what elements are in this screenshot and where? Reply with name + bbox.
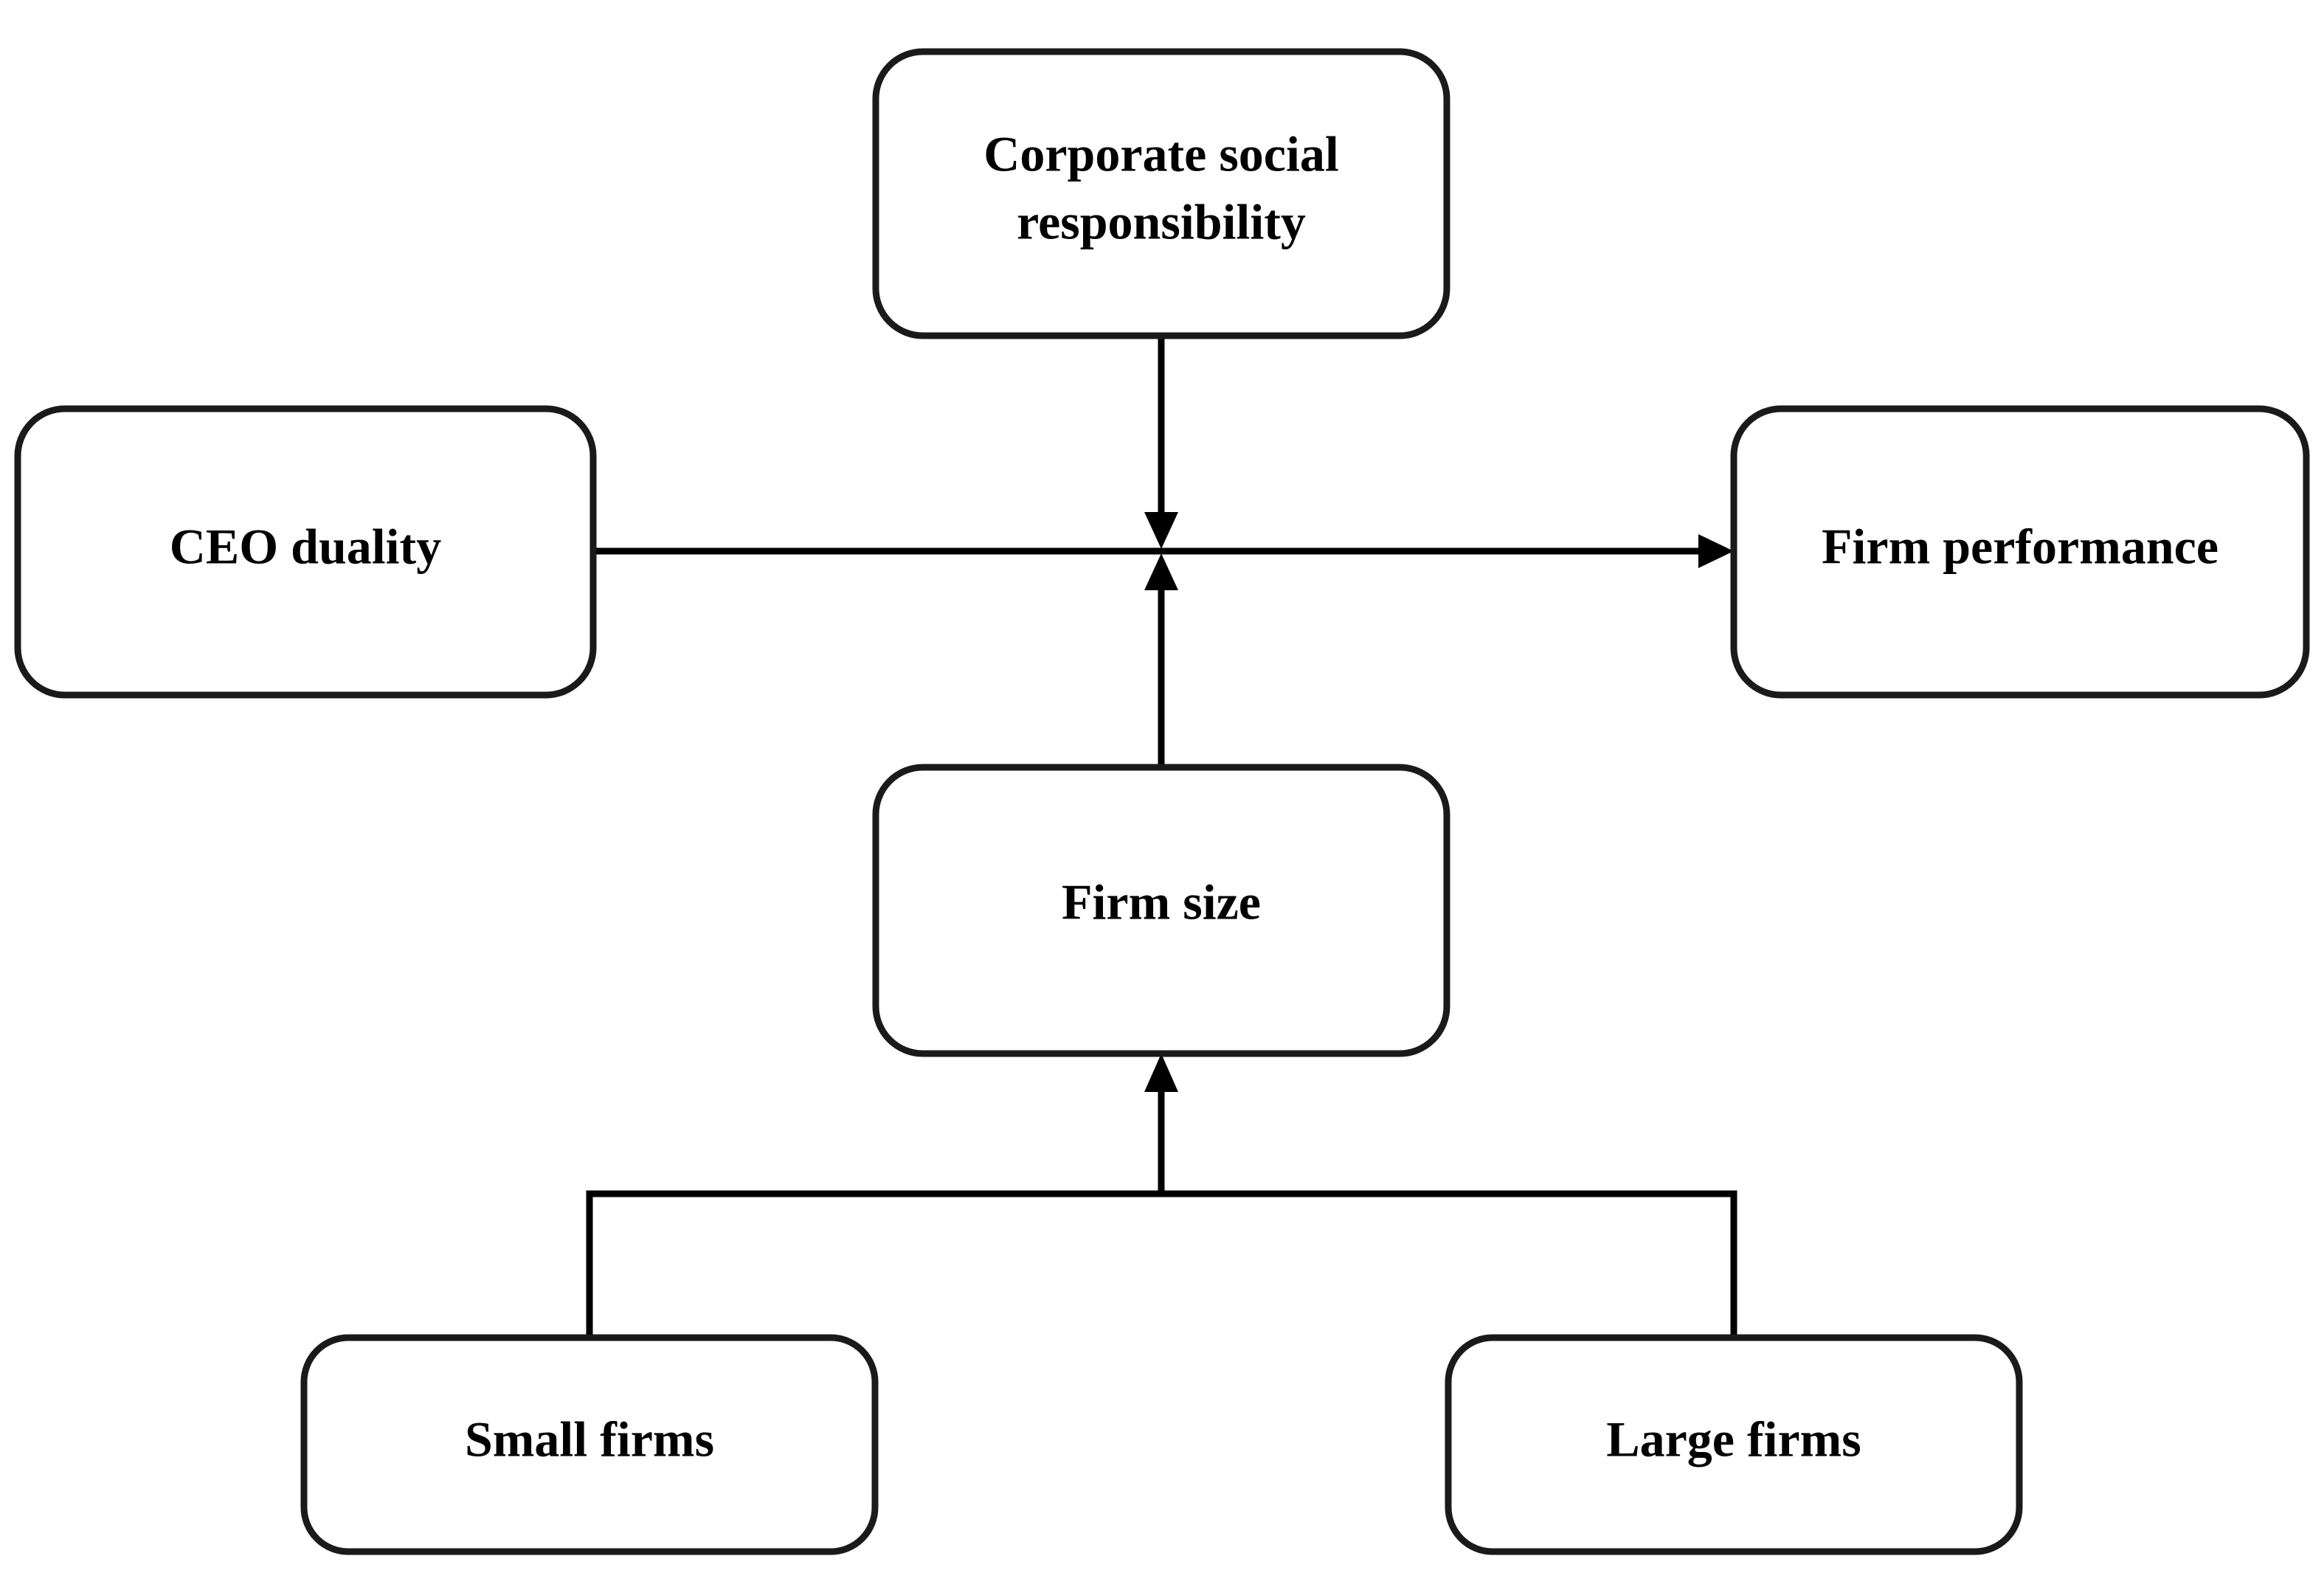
node-ceo-duality: CEO duality — [14, 405, 597, 699]
node-box — [872, 48, 1450, 339]
node-label: Firm size — [1062, 874, 1261, 930]
performance-arrowhead — [1698, 534, 1734, 568]
node-label: Small firms — [465, 1411, 714, 1467]
groups-to-firm-size-arrowhead — [1144, 1054, 1178, 1092]
node-label-line-1: Corporate social — [983, 126, 1339, 182]
node-label: CEO duality — [170, 519, 441, 575]
node-box — [872, 764, 1450, 1057]
node-label: Large firms — [1606, 1411, 1861, 1467]
node-box — [1445, 1334, 2023, 1555]
node-label: Firm performance — [1822, 519, 2218, 575]
node-box — [14, 405, 597, 699]
node-large-firms: Large firms — [1445, 1334, 2023, 1555]
node-firm-performance: Firm performance — [1730, 405, 2310, 699]
node-firm-size: Firm size — [872, 764, 1450, 1057]
firm-groups-bracket — [586, 1190, 1737, 1338]
node-label-line-2: responsibility — [1017, 194, 1306, 250]
node-box — [300, 1334, 879, 1555]
csr-moderator-arrowhead — [1144, 512, 1178, 549]
node-small-firms: Small firms — [300, 1334, 879, 1555]
firm-size-moderator-arrowhead — [1144, 553, 1178, 590]
node-corporate-social-responsibility: Corporate social responsibility — [872, 48, 1450, 339]
node-box — [1730, 405, 2310, 699]
